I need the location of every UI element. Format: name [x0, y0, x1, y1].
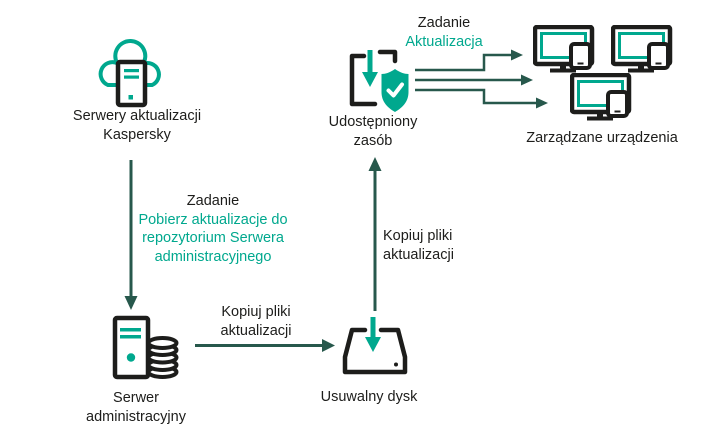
- update-servers-label-line1: Serwery aktualizacji: [72, 108, 202, 124]
- arrow-download-updates: [124, 160, 138, 310]
- folder-bracket: [349, 53, 378, 107]
- download-task-title: Zadanie: [186, 193, 240, 209]
- copy-files-v-line2: aktualizacji: [383, 246, 454, 263]
- phone: [647, 42, 670, 70]
- server-tower: [115, 59, 148, 108]
- admin-server-label: Serwer administracyjny: [86, 389, 186, 426]
- shared-resource-label-line1: Udostępniony: [328, 114, 418, 130]
- arrow-update-device-1: [415, 49, 523, 72]
- monitor-phone-icon: [570, 73, 632, 121]
- removable-disk-label-text: Usuwalny dysk: [320, 389, 418, 405]
- copy-files-vertical-label: Kopiuj pliki aktualizacji: [383, 227, 454, 264]
- copy-files-h-line1: Kopiuj pliki: [221, 304, 291, 320]
- update-task-title: Zadanie: [417, 15, 471, 31]
- managed-devices-label: Zarządzane urządzenia: [526, 129, 678, 148]
- managed-devices-label-text: Zarządzane urządzenia: [526, 130, 678, 146]
- server-database-icon: [112, 315, 179, 380]
- arrow-copy-to-disk: [195, 339, 335, 352]
- update-servers-label-line2: Kaspersky: [103, 126, 171, 143]
- monitor-phone-icon: [533, 25, 595, 73]
- download-task-line1: Pobierz aktualizacje do: [138, 211, 288, 228]
- shared-resource-label: Udostępniony zasób: [329, 113, 418, 150]
- download-task-label: Zadanie Pobierz aktualizacje do repozyto…: [138, 192, 287, 266]
- arrow-copy-to-share: [368, 157, 382, 311]
- copy-files-h-line2: aktualizacji: [220, 322, 292, 339]
- monitor-phone-icon: [611, 25, 673, 73]
- shield-check-icon: [381, 69, 409, 112]
- database-stack: [146, 336, 179, 379]
- phone: [606, 90, 629, 118]
- copy-files-v-line1: Kopiuj pliki: [383, 228, 453, 244]
- copy-files-horizontal-label: Kopiuj pliki aktualizacji: [221, 303, 292, 340]
- update-servers-label: Serwery aktualizacji Kaspersky: [73, 107, 201, 144]
- removable-disk-icon: [342, 317, 408, 375]
- arrow-update-device-3: [415, 88, 548, 109]
- arrow-update-device-2: [415, 74, 533, 86]
- update-task-label: Zadanie Aktualizacja: [405, 14, 482, 51]
- admin-server-label-line1: Serwer: [113, 390, 159, 406]
- update-task-subtitle: Aktualizacja: [405, 33, 483, 50]
- folder-lid: [377, 49, 398, 64]
- disk-tray: [342, 327, 408, 375]
- cloud-server-icon: [98, 39, 161, 108]
- phone: [569, 42, 592, 70]
- download-arrow: [365, 317, 381, 352]
- download-task-line3: administracyjnego: [154, 248, 272, 265]
- removable-disk-label: Usuwalny dysk: [321, 388, 418, 407]
- download-arrow: [362, 50, 378, 87]
- server-tower: [112, 315, 151, 380]
- admin-server-label-line2: administracyjny: [86, 408, 186, 425]
- download-task-line2: repozytorium Serwera: [142, 230, 284, 246]
- shared-resource-label-line2: zasób: [353, 132, 393, 149]
- shared-folder-shield-icon: [349, 49, 409, 112]
